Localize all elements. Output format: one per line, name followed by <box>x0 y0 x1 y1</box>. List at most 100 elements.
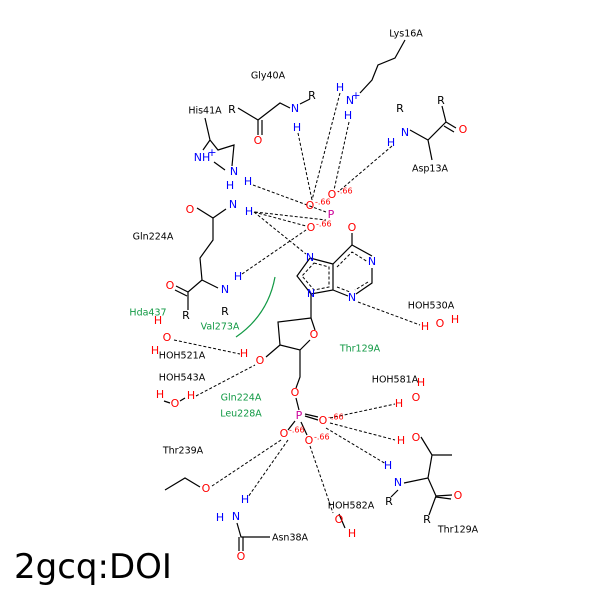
atom-o: O <box>291 386 300 399</box>
atom-labels: HN+HRONRHNH+NHOHNHORNHRRNHORO-.66O-.66PO… <box>151 81 468 563</box>
residue-label: HOH543A <box>159 373 206 384</box>
charge-plus: + <box>207 146 216 159</box>
aromatic-bonds <box>301 251 369 293</box>
residue-label: Asp13A <box>412 164 449 175</box>
atom-o: H <box>156 388 164 401</box>
residue-label: Thr239A <box>162 446 204 457</box>
atom-o: O <box>166 279 175 292</box>
atom-n: N <box>229 198 237 211</box>
atom-o: O <box>310 328 319 341</box>
atom-o: O <box>202 482 211 495</box>
atom-c: R <box>437 94 445 107</box>
atom-o: O <box>319 414 328 427</box>
atom-c: R <box>308 89 316 102</box>
atom-n: H <box>387 136 395 149</box>
atom-n: H <box>234 270 242 283</box>
hydrophobic-contact-arc <box>235 276 276 338</box>
atom-n: N <box>306 251 314 264</box>
atom-p: P <box>328 208 335 221</box>
atom-n: N <box>401 126 409 139</box>
structure-title: 2gcq:DOI <box>14 547 172 587</box>
atom-n: H <box>293 121 301 134</box>
residue-label: His41A <box>188 106 222 117</box>
atom-n: H <box>336 81 344 94</box>
atom-o: O <box>459 123 468 136</box>
atom-o: O <box>237 550 246 563</box>
atom-o: H <box>154 314 162 327</box>
partial-charge: -.66 <box>316 220 332 229</box>
atom-n: H <box>245 205 253 218</box>
atom-n: H <box>344 109 352 122</box>
atom-c: R <box>228 103 236 116</box>
partial-charge: -.66 <box>328 413 344 422</box>
atom-o: H <box>187 389 195 402</box>
atom-p: P <box>296 409 303 422</box>
residue-labels: Lys16AGly40AHis41AAsp13AGln224AHOH530AHO… <box>129 29 478 544</box>
partial-charge: -.66 <box>337 187 353 196</box>
atom-o: O <box>306 199 315 212</box>
partial-charge: -.66 <box>289 426 305 435</box>
atom-o: O <box>454 489 463 502</box>
atom-o: H <box>421 320 429 333</box>
atom-c: R <box>221 305 229 318</box>
atom-o: O <box>412 391 421 404</box>
residue-label: HOH581A <box>372 375 419 386</box>
atom-n: N <box>307 287 315 300</box>
hydrophobic-residue-label: Hda437 <box>129 308 166 319</box>
atom-o: H <box>417 376 425 389</box>
atom-o: O <box>412 431 421 444</box>
atom-n: H <box>241 493 249 506</box>
atom-c: R <box>396 102 404 115</box>
partial-charge: -.66 <box>315 198 331 207</box>
atom-o: O <box>171 397 180 410</box>
partial-charge: -.66 <box>314 433 330 442</box>
hydrophobic-residue-label: Leu228A <box>220 409 262 420</box>
residue-label: Asn38A <box>272 533 309 544</box>
atom-o: O <box>348 221 357 234</box>
atom-n: H <box>216 511 224 524</box>
atom-n: NH <box>194 151 211 164</box>
atom-o: O <box>256 354 265 367</box>
residue-label: HOH530A <box>408 301 455 312</box>
hydrogen-bonds <box>173 92 421 514</box>
atom-n: N <box>230 165 238 178</box>
atom-o: O <box>307 221 316 234</box>
residue-label: Lys16A <box>389 29 423 40</box>
residue-label: Gly40A <box>251 71 286 82</box>
atom-o: O <box>186 203 195 216</box>
atom-o: H <box>348 527 356 540</box>
atom-n: N <box>291 102 299 115</box>
atom-c: R <box>182 309 190 322</box>
atom-o: H <box>395 397 403 410</box>
atom-c: R <box>423 513 431 526</box>
atom-o: O <box>305 434 314 447</box>
atom-n: N <box>221 283 229 296</box>
atom-o: H <box>240 347 248 360</box>
atom-n: H <box>244 175 252 188</box>
atom-o: H <box>151 344 159 357</box>
atom-n: H <box>384 459 392 472</box>
atom-o: O <box>328 188 337 201</box>
hydrophobic-residue-label: Thr129A <box>339 344 381 355</box>
hydrophobic-residue-label: Val273A <box>201 322 240 333</box>
atom-o: H <box>451 313 459 326</box>
charge-plus: + <box>351 89 360 102</box>
residue-label: HOH521A <box>159 351 206 362</box>
atom-c: R <box>385 495 393 508</box>
covalent-bonds <box>163 39 457 551</box>
atom-n: N <box>232 510 240 523</box>
atom-n: H <box>226 179 234 192</box>
atom-o: O <box>163 331 172 344</box>
atom-o: O <box>436 317 445 330</box>
atom-n: N <box>346 94 354 107</box>
atom-o: O <box>280 427 289 440</box>
atom-o: H <box>397 434 405 447</box>
residue-label: HOH582A <box>328 501 375 512</box>
hydrophobic-residue-label: Gln224A <box>221 393 262 404</box>
residue-label: Gln224A <box>133 232 174 243</box>
atom-o: O <box>335 513 344 526</box>
residue-label: Thr129A <box>437 525 479 536</box>
atom-n: N <box>348 291 356 304</box>
